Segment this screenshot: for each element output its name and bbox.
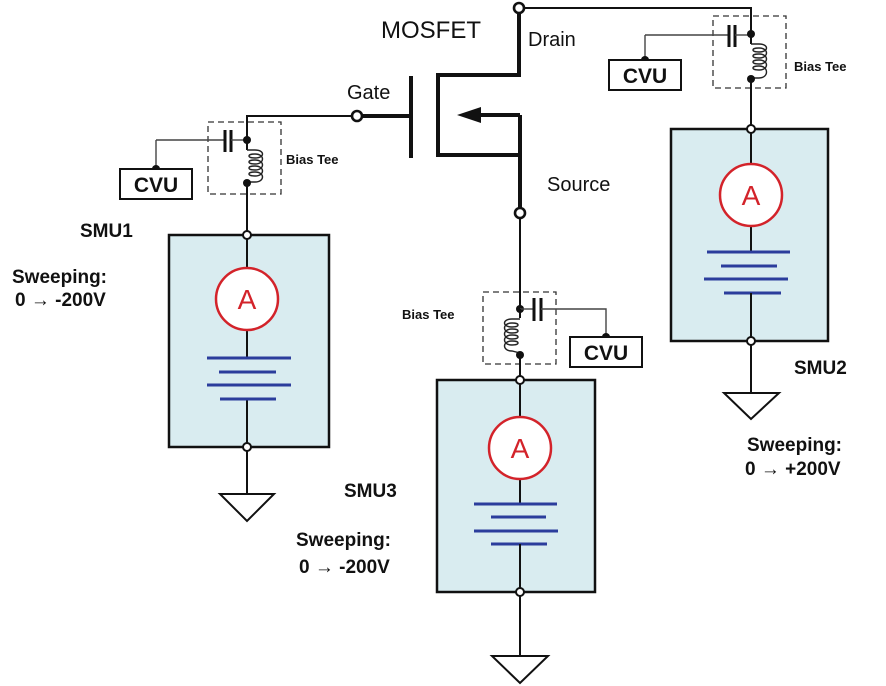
bias-tee-box [207,121,282,195]
smu2-box [669,127,830,343]
smu2-sweep-label: Sweeping: [747,435,842,456]
drain-to-tee-wire [524,7,752,35]
ground-icon [721,392,782,421]
ammeter-icon [214,266,280,332]
bias-tee-label: Bias Tee [402,307,455,322]
smu1-sweep-label: Sweeping: [12,267,107,288]
source-terminal [513,206,527,220]
gate-terminal [350,109,364,123]
cvu-box-gate [119,168,193,200]
inductor-icon [751,43,768,79]
drain-terminal [512,1,526,15]
gate-label: Gate [347,82,390,104]
cvu-label: CVU [134,174,178,197]
cvu-box-source [569,336,643,368]
smu1-top-node [242,230,252,240]
inductor-icon [503,318,521,354]
ammeter-icon [487,415,553,481]
bias-tee-box [712,15,787,89]
bias-tee-source: Bias Tee [402,291,607,365]
smu3-name: SMU3 [344,481,397,502]
bias-tee-gate: Bias Tee [156,121,339,195]
cvu-label: CVU [584,342,628,365]
ground-icon [489,655,551,685]
smu3: A SMU3 Sweeping: 0 → -200V [296,375,597,597]
smu3-sweep-label: Sweeping: [296,530,391,551]
cvu-label: CVU [623,65,667,88]
bias-tee-drain: Bias Tee [645,15,847,89]
smu2-bottom-node [746,336,756,346]
smu1-bottom-node [242,442,252,452]
ammeter-label: A [238,284,257,315]
smu3-sweep-range: 0 → -200V [299,557,390,578]
dc-source-gap [491,505,549,545]
smu2-top-node [746,124,756,134]
smu3-box [435,378,597,594]
bias-tee-label: Bias Tee [286,152,339,167]
cvu-box-drain [608,59,682,91]
smu1-name: SMU1 [80,221,133,242]
cvu-wire [541,308,607,337]
smu2-name: SMU2 [794,358,847,379]
dc-source-gap [219,359,277,398]
smu3-top-node [515,375,525,385]
ammeter-label: A [742,180,761,211]
ammeter-label: A [511,433,530,464]
body-arrow-icon [457,107,481,123]
source-label: Source [547,174,610,196]
smu2: A SMU2 Sweeping: 0 → +200V [669,124,847,480]
mosfet: MOSFET [381,8,522,212]
gate-to-tee-wire [246,115,352,140]
drain-label: Drain [528,29,576,51]
smu3-bottom-node [515,587,525,597]
dc-source-gap [722,253,780,293]
smu1: A SMU1 Sweeping: 0 → -200V [12,221,331,452]
ammeter-icon [718,162,784,228]
bias-tee-label: Bias Tee [794,59,847,74]
mosfet-title: MOSFET [381,17,481,44]
ground-icon [217,493,277,523]
inductor-icon [247,149,264,183]
smu2-sweep-range: 0 → +200V [745,459,841,480]
smu1-box [167,233,331,449]
channel [436,73,520,157]
smu1-sweep-range: 0 → -200V [15,290,106,311]
